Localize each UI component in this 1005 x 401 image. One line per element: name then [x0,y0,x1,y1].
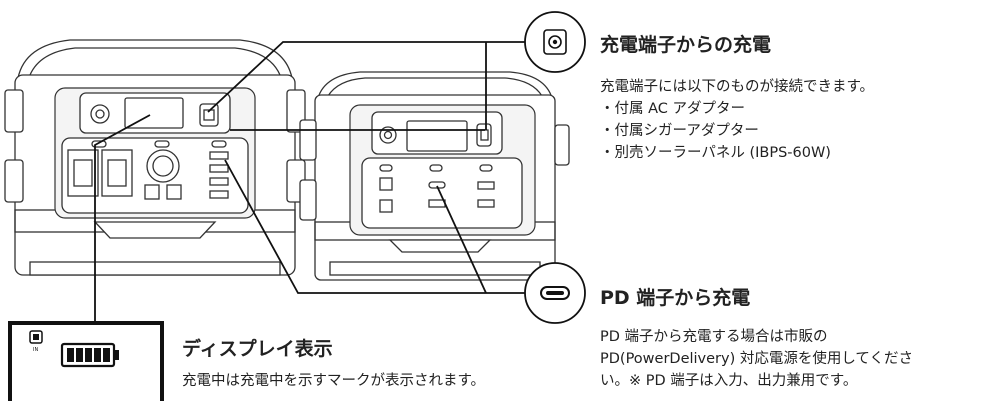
side-power-station [299,71,570,281]
charging-port-intro: 充電端子には以下のものが接続できます。 [600,79,875,95]
charging-port-item: ・付属 AC アダプター [600,101,746,117]
pd-port-title: PD 端子から充電 [600,287,751,309]
charging-port-item: ・付属シガーアダプター [600,123,759,139]
front-power-station [4,39,306,276]
charging-port-item: ・別売ソーラーパネル (IBPS-60W) [600,145,831,161]
pd-port-callout [524,262,586,324]
display-in-label: IN [33,347,38,353]
charging-port-description: 充電端子には以下のものが接続できます。 ・付属 AC アダプター ・付属シガーア… [600,76,874,164]
pd-port-line: い。※ PD 端子は入力、出力兼用です。 [600,373,858,389]
display-text: 充電中は充電中を示すマークが表示されます。 [182,373,486,389]
pd-port-line: PD(PowerDelivery) 対応電源を使用してくださ [600,351,913,367]
pd-port-line: PD 端子から充電する場合は市販の [600,329,828,345]
dc-port-callout [524,11,586,73]
display-inset: IN [8,321,164,401]
battery-charging-icon [60,342,119,368]
display-title: ディスプレイ表示 [182,338,333,360]
pd-port-description: PD 端子から充電する場合は市販の PD(PowerDelivery) 対応電源… [600,326,913,392]
charging-port-title: 充電端子からの充電 [600,34,772,56]
callout-lines [94,41,525,323]
